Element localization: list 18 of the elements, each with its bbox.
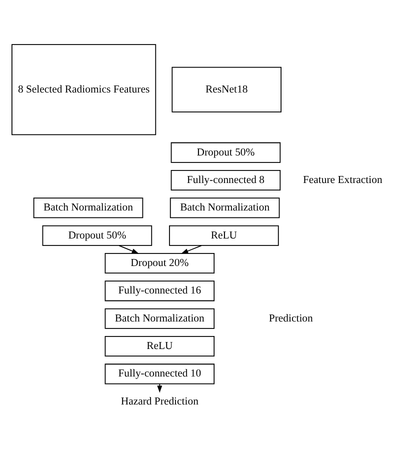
node-text: Hazard Prediction [120,395,198,408]
node-box: Batch Normalization [104,308,215,329]
node-box: ReLU [169,225,279,246]
label: Feature Extraction [302,174,382,186]
node-box: ReLU [104,336,215,357]
node-box: Batch Normalization [33,198,144,218]
node-box: 8 Selected Radiomics Features [12,44,156,136]
node-box: Dropout 50% [170,142,281,163]
node-box: Fully-connected 8 [170,170,281,191]
node-box: Fully-connected 10 [104,364,215,384]
node-box: Fully-connected 16 [104,280,215,302]
node-box: ResNet18 [172,66,282,112]
node-box: Dropout 20% [104,253,215,274]
node-box: Dropout 50% [42,225,152,246]
node-box: Batch Normalization [170,198,280,218]
label: Prediction [268,312,313,324]
arrow [118,245,139,254]
arrow [180,245,202,254]
